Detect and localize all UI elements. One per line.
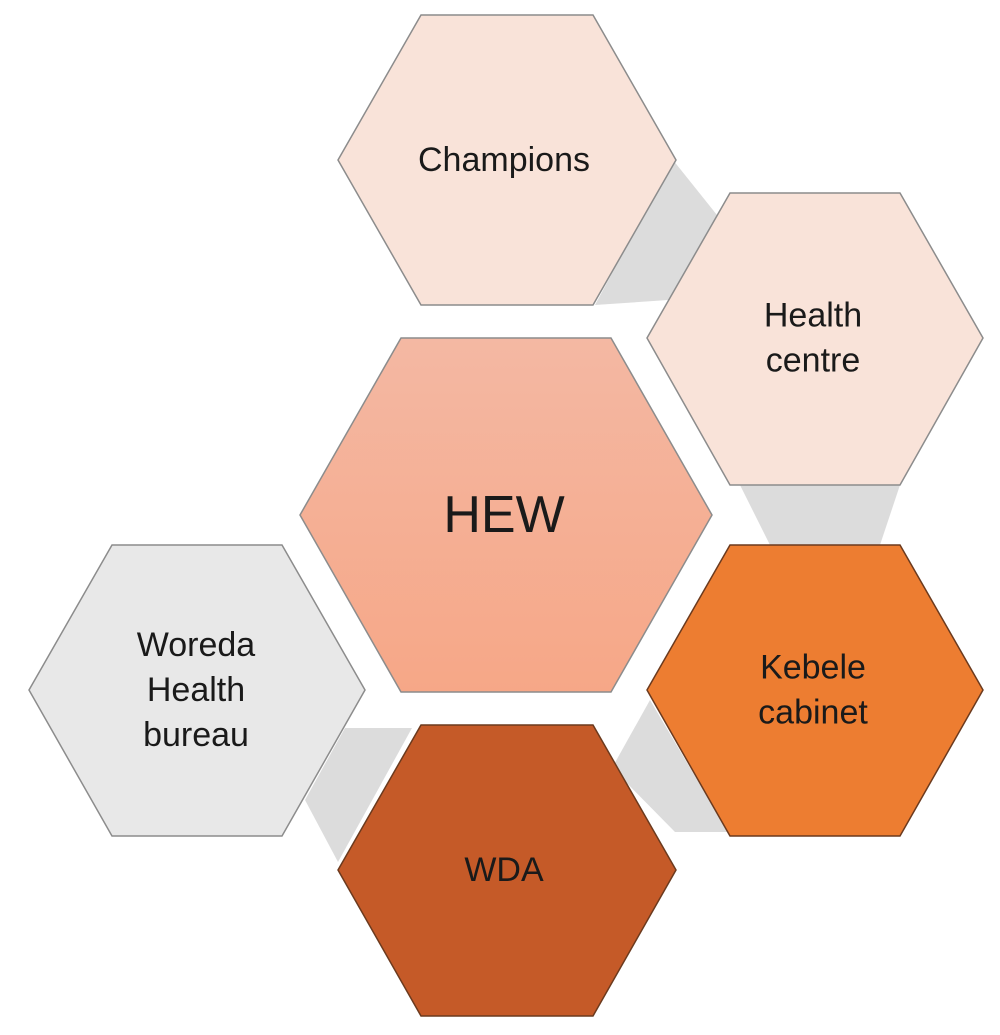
connector-wda-woreda [305, 728, 412, 862]
hexagon-hew: HEW [299, 337, 713, 693]
hexagon-label-line: Kebele [760, 648, 866, 686]
hexagon-label-line: Health [764, 296, 862, 334]
hexagon-hew-shape [299, 337, 713, 693]
hexagon-wda-shape [337, 724, 677, 1017]
hexagon-label-line: bureau [143, 716, 249, 754]
hexagon-woreda-health-bureau-shape [28, 544, 366, 837]
hexagon-health-centre-label: Health centre [764, 296, 862, 379]
hexagon-label-line: HEW [443, 486, 564, 544]
hexagon-label-line: Health [147, 671, 245, 709]
hexagon-kebele-cabinet: Kebele cabinet [646, 544, 984, 837]
hexagon-label-line: Woreda [137, 626, 256, 664]
connector-kebele-wda [612, 700, 728, 832]
hexagon-label-line: cabinet [758, 694, 868, 732]
hexagon-wda: WDA [337, 724, 677, 1017]
hexagon-health-centre: Health centre [646, 192, 984, 486]
connectors [305, 160, 900, 862]
connector-champions-health-centre [595, 160, 725, 305]
hexagon-wda-label: WDA [464, 851, 544, 889]
hexagon-label-line: WDA [464, 851, 544, 889]
hexagon-label-line: centre [766, 342, 861, 380]
hexagon-kebele-cabinet-shape [646, 544, 984, 837]
hexagon-label-line: Champions [418, 141, 590, 179]
hexagon-champions-shape [337, 14, 677, 306]
connector-health-centre-kebele [740, 485, 900, 545]
hexagon-hew-label: HEW [443, 486, 564, 544]
hexagon-kebele-cabinet-label: Kebele cabinet [758, 648, 868, 731]
hexagon-health-centre-shape [646, 192, 984, 486]
hexagon-champions-label: Champions [418, 141, 590, 179]
hexagon-champions: Champions [337, 14, 677, 306]
